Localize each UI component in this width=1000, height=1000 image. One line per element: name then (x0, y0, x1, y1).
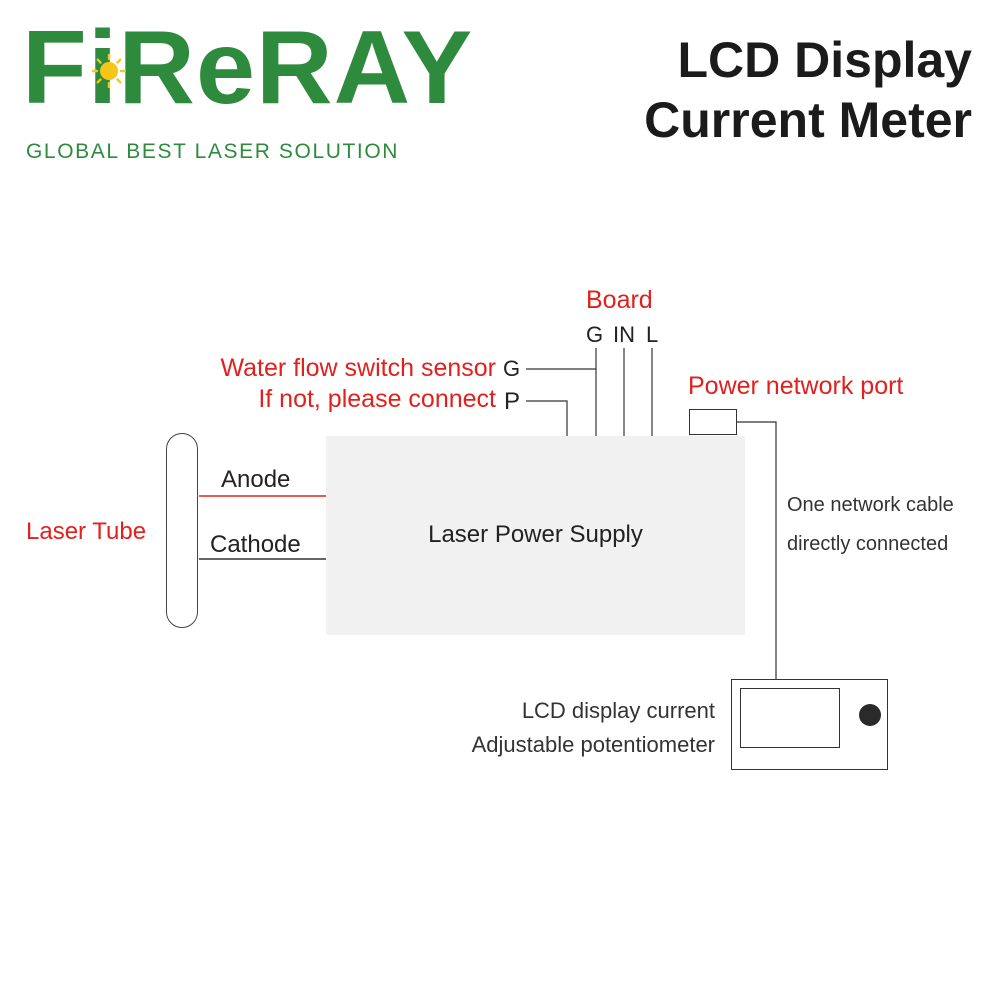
wire-sensor-p (526, 400, 568, 436)
laser-power-supply-box (326, 436, 745, 635)
sun-icon (92, 54, 126, 88)
lcd-meter-body (731, 679, 888, 770)
lcd-caption-line-1: LCD display current (521, 698, 715, 723)
if-not-connect-label: If not, please connect (258, 385, 496, 413)
cathode-label: Cathode (210, 531, 301, 558)
water-flow-sensor-label: Water flow switch sensor (220, 354, 496, 382)
board-pin-g: G (586, 322, 604, 347)
title-line-2: Current Meter (644, 92, 972, 148)
title-line-1: LCD Display (677, 32, 972, 88)
anode-label: Anode (221, 466, 291, 493)
laser-power-supply-label: Laser Power Supply (428, 521, 643, 548)
board-pin-in: IN (613, 322, 635, 347)
power-network-port (689, 409, 737, 435)
board-pin-l: L (646, 322, 659, 347)
power-network-port-label: Power network port (688, 372, 904, 400)
lcd-caption-line-2: Adjustable potentiometer (471, 732, 715, 757)
board-label: Board (586, 286, 653, 314)
brand-logo-wordmark: FiReRAY (22, 10, 474, 126)
brand-tagline: GLOBAL BEST LASER SOLUTION (26, 140, 400, 163)
potentiometer-knob-icon (859, 704, 881, 726)
sensor-pin-p: P (504, 388, 521, 415)
cable-note-line-1: One network cable (787, 494, 954, 516)
laser-tube-shape (166, 433, 198, 628)
sensor-pin-g: G (503, 356, 521, 381)
laser-tube-label: Laser Tube (26, 518, 147, 545)
cable-note-line-2: directly connected (787, 533, 949, 555)
lcd-screen (740, 688, 840, 748)
page-title: LCD Display Current Meter (552, 30, 972, 150)
wire-network-cable (737, 421, 777, 679)
